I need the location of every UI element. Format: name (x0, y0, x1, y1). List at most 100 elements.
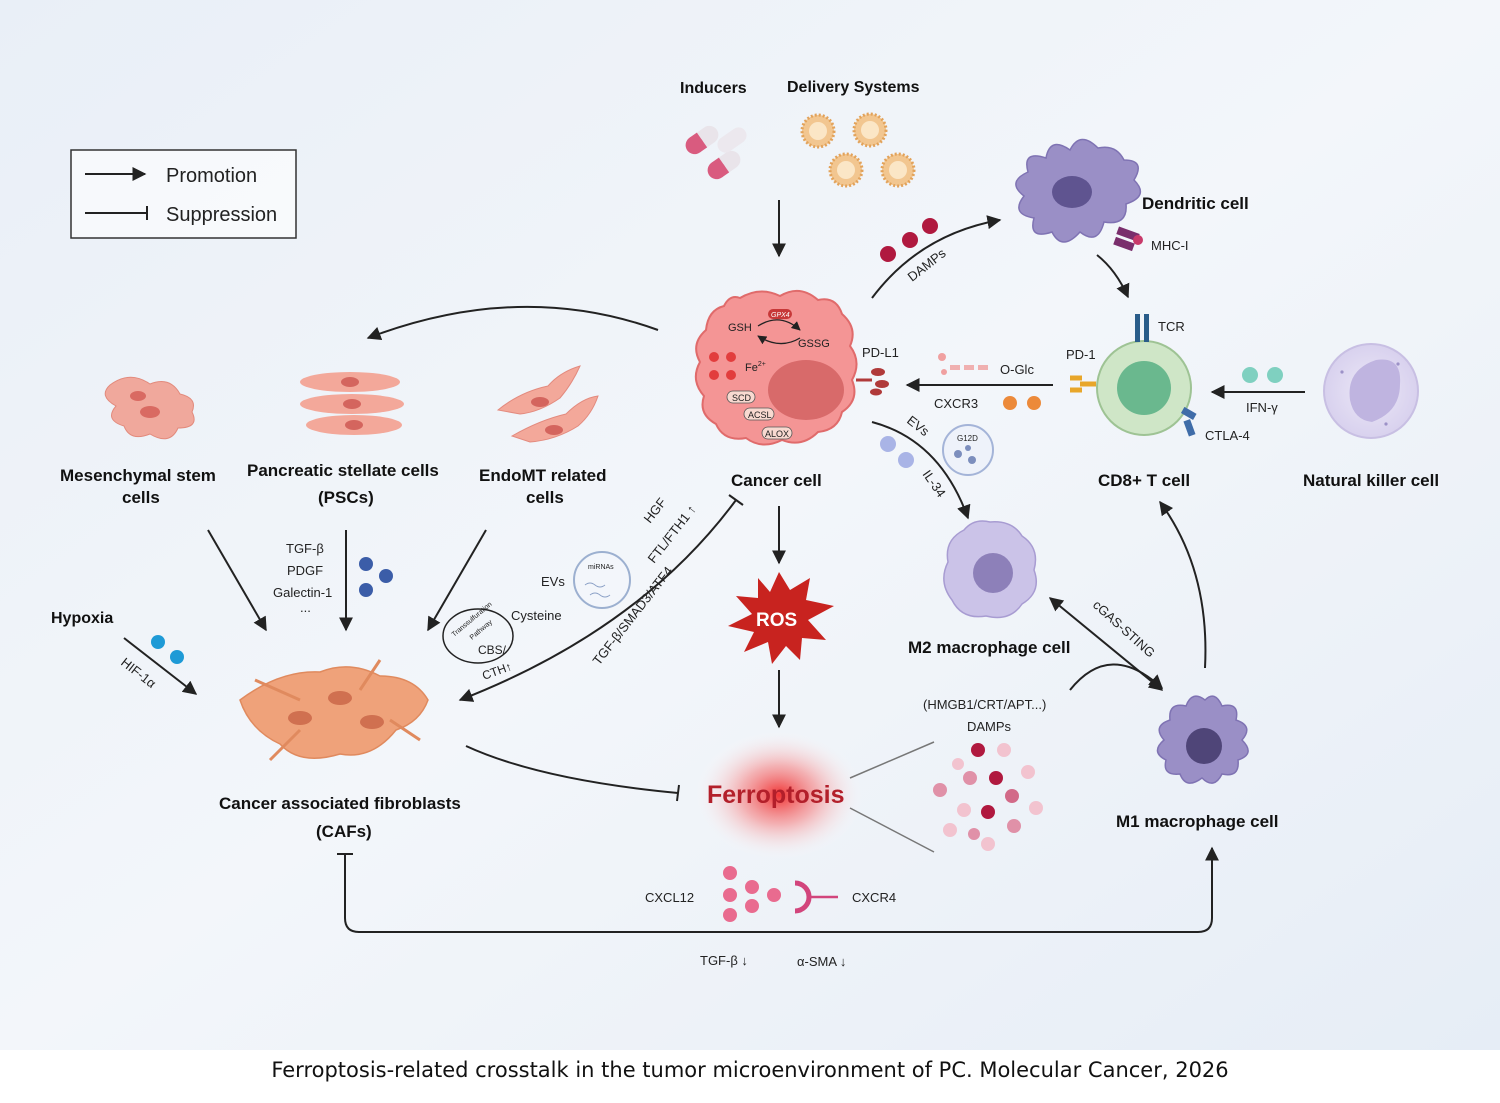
damps2-label: DAMPs (967, 719, 1012, 734)
capsule-pills-icon (685, 125, 747, 180)
galectin-label: Galectin-1 (273, 585, 332, 600)
ferroptosis-suppression-bar (676, 784, 680, 802)
arrow-endomt-to-caf (427, 529, 487, 632)
arrow-cancer-to-m2 (871, 421, 971, 520)
gssg-label: GSSG (798, 338, 830, 350)
ferroptosis-label: Ferroptosis (707, 781, 845, 809)
arrow-damps-to-m1 (1069, 663, 1164, 691)
cxcl12-label: CXCL12 (645, 890, 694, 905)
m1-macrophage-icon (1156, 695, 1249, 784)
damps-connector-lower (849, 807, 935, 853)
pd-l1-label: PD-L1 (862, 345, 899, 360)
gsh-label: GSH (728, 322, 752, 334)
factor-ellipsis-label: ... (300, 600, 311, 615)
ros-label: ROS (756, 610, 797, 631)
gssg-gsh-cycle-arrow (757, 335, 801, 345)
mirna-label: miRNAs (588, 564, 614, 571)
cxcr4-receptor-icon (794, 880, 838, 914)
endomt-cell-icon (496, 365, 599, 443)
dendritic-cell-label: Dendritic cell (1142, 194, 1249, 213)
g12d-label: G12D (957, 434, 978, 443)
mirna-vesicle-icon (573, 551, 631, 609)
nk-cell-icon (1323, 343, 1419, 439)
dendritic-cell-icon (1015, 138, 1142, 243)
ctla-4-receptor-icon (1180, 406, 1197, 437)
pd-1-label: PD-1 (1066, 347, 1096, 362)
arrow-dendritic-to-tcell (1096, 254, 1130, 299)
pd-l1-receptor-icon (856, 368, 889, 396)
alox-badge (761, 426, 793, 440)
arrow-cancer-to-caf-signaling (458, 499, 737, 702)
m2-macrophage-label: M2 macrophage cell (908, 638, 1071, 657)
pancreatic-stellate-cell-icon (300, 372, 404, 435)
caf-m1-loop-arrow (344, 846, 1219, 933)
acsl-label: ACSL (748, 410, 772, 420)
arrow-cancer-to-stromal (366, 305, 659, 341)
legend-box (70, 149, 297, 239)
caf-cell-icon (239, 659, 429, 762)
gpx4-badge (768, 309, 792, 319)
asma-down-label: α-SMA ↓ (797, 954, 846, 969)
fe-label: Fe2+ (745, 361, 766, 374)
hif-dots-icon (151, 635, 184, 664)
ctla-4-label: CTLA-4 (1205, 428, 1250, 443)
alox-label: ALOX (765, 429, 789, 439)
mesenchymal-label-2: cells (122, 488, 160, 507)
cxcr3-dots-icon (1003, 396, 1041, 410)
ifn-gamma-dots-icon (1242, 367, 1283, 383)
cysteine-label: Cysteine (511, 608, 562, 623)
arrow-m1-to-tcell (1159, 500, 1207, 669)
damps-dots-icon (880, 218, 938, 262)
g12d-vesicle-icon (942, 424, 994, 476)
caf-label-1: Cancer associated fibroblasts (219, 794, 461, 813)
arrow-hypoxia-to-caf (123, 637, 198, 695)
endomt-label-1: EndoMT related (479, 466, 607, 485)
scd-label: SCD (732, 393, 752, 403)
legend-suppression-label: Suppression (166, 204, 277, 226)
figure-caption: Ferroptosis-related crosstalk in the tum… (271, 1058, 1229, 1082)
damps-cloud-icon (933, 743, 1043, 851)
nanoparticle-delivery-icon (800, 112, 916, 188)
tcr-receptor-icon (1135, 314, 1149, 342)
m2-macrophage-icon (943, 520, 1037, 619)
inducers-label: Inducers (680, 80, 747, 97)
diagram-canvas: Promotion Suppression Inducers Delivery … (0, 0, 1500, 1050)
blue-factor-dots-icon (359, 557, 393, 597)
cancer-cell: GSH GPX4 GSSG Fe2+ SCD ACSL ALOX (694, 289, 858, 446)
o-glc-chain-icon (938, 353, 988, 375)
acsl-badge (743, 407, 775, 421)
tcr-label: TCR (1158, 319, 1185, 334)
psc-label-1: Pancreatic stellate cells (247, 461, 439, 480)
cxcr3-label: CXCR3 (934, 396, 978, 411)
cd8-t-cell-icon (1096, 340, 1192, 436)
transsulfuration-pathway-icon (442, 608, 514, 664)
hypoxia-label: Hypoxia (51, 610, 113, 627)
legend: Promotion Suppression (70, 149, 297, 239)
mhc-i-label: MHC-I (1151, 238, 1189, 253)
cancer-nucleus (768, 360, 844, 420)
gpx4-label: GPX4 (771, 312, 790, 319)
cxcr4-label: CXCR4 (852, 890, 896, 905)
scd-badge (726, 390, 756, 404)
ferroptosis-glow (694, 730, 864, 860)
psc-label-2: (PSCs) (318, 488, 374, 507)
caf-label-2: (CAFs) (316, 822, 372, 841)
hmgb-label: (HMGB1/CRT/APT...) (923, 697, 1046, 712)
arrow-cancer-to-dendritic (871, 215, 1002, 299)
legend-promotion-label: Promotion (166, 165, 257, 187)
damps-connector-upper (849, 741, 935, 779)
cbs-label: CBS/ (478, 643, 507, 657)
cd8-t-cell-label: CD8+ T cell (1098, 471, 1190, 490)
mhc-i-receptor-icon (1113, 226, 1143, 252)
ros-burst-icon (728, 572, 834, 664)
m1-macrophage-label: M1 macrophage cell (1116, 812, 1279, 831)
arrow-msc-to-caf (207, 529, 267, 632)
tgfb-down-label: TGF-β ↓ (700, 953, 748, 968)
mesenchymal-label-1: Mesenchymal stem (60, 466, 216, 485)
ifn-gamma-label: IFN-γ (1246, 400, 1278, 415)
cancer-cell-label: Cancer cell (731, 471, 822, 490)
o-glc-label: O-Glc (1000, 362, 1034, 377)
cxcl12-dots-icon (723, 866, 781, 922)
evs-mirna-label: EVs (541, 574, 565, 589)
